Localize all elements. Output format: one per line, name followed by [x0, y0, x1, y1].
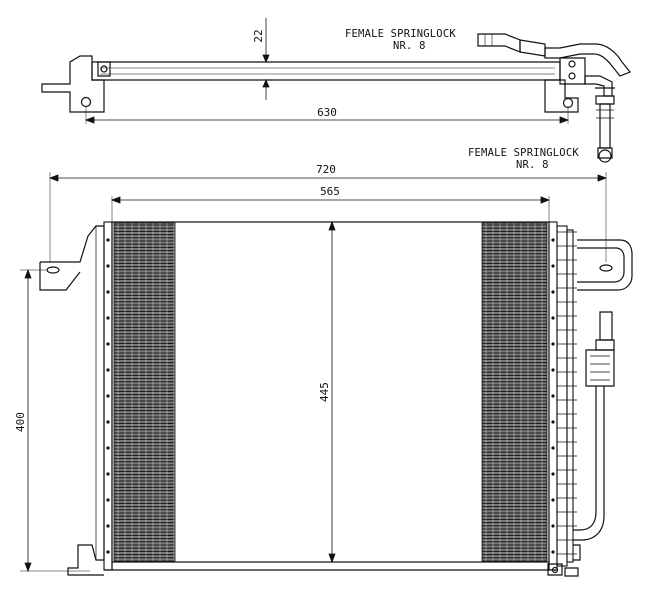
dim-core-height — [328, 220, 336, 564]
front-right-bracket — [547, 239, 633, 577]
side-connector-note-line2: NR. 8 — [516, 159, 549, 171]
top-connector-note-line1: FEMALE SPRINGLOCK — [345, 28, 456, 40]
top-connector-note-line2: NR. 8 — [393, 40, 426, 52]
side-springlock-fitting — [597, 147, 613, 159]
top-view-left-bracket — [41, 55, 105, 113]
dim-core-width — [110, 196, 551, 222]
front-left-bracket — [39, 225, 105, 576]
left-header-tank — [103, 221, 113, 571]
dim-mount-height-label: 400 — [14, 412, 27, 432]
dim-core-width-label: 565 — [320, 185, 340, 198]
top-springlock-fitting — [477, 33, 521, 53]
dim-overall-width-label: 720 — [316, 163, 336, 176]
dim-core-height-label: 445 — [318, 382, 331, 402]
top-view-tube — [91, 61, 561, 81]
side-connector-note-line1: FEMALE SPRINGLOCK — [468, 147, 579, 159]
right-header-tank — [548, 221, 577, 571]
dim-mount-span — [84, 106, 570, 124]
dim-tube-diameter-label: 22 — [252, 29, 265, 42]
core-fins-right — [481, 222, 548, 562]
dim-mount-height — [20, 268, 90, 573]
top-view-right-bracket — [544, 79, 579, 113]
top-view — [41, 33, 631, 163]
dim-tube-diameter — [252, 18, 280, 100]
dim-mount-span-label: 630 — [317, 106, 337, 119]
dim-overall-width — [48, 172, 608, 262]
core-fins-left — [113, 222, 176, 562]
